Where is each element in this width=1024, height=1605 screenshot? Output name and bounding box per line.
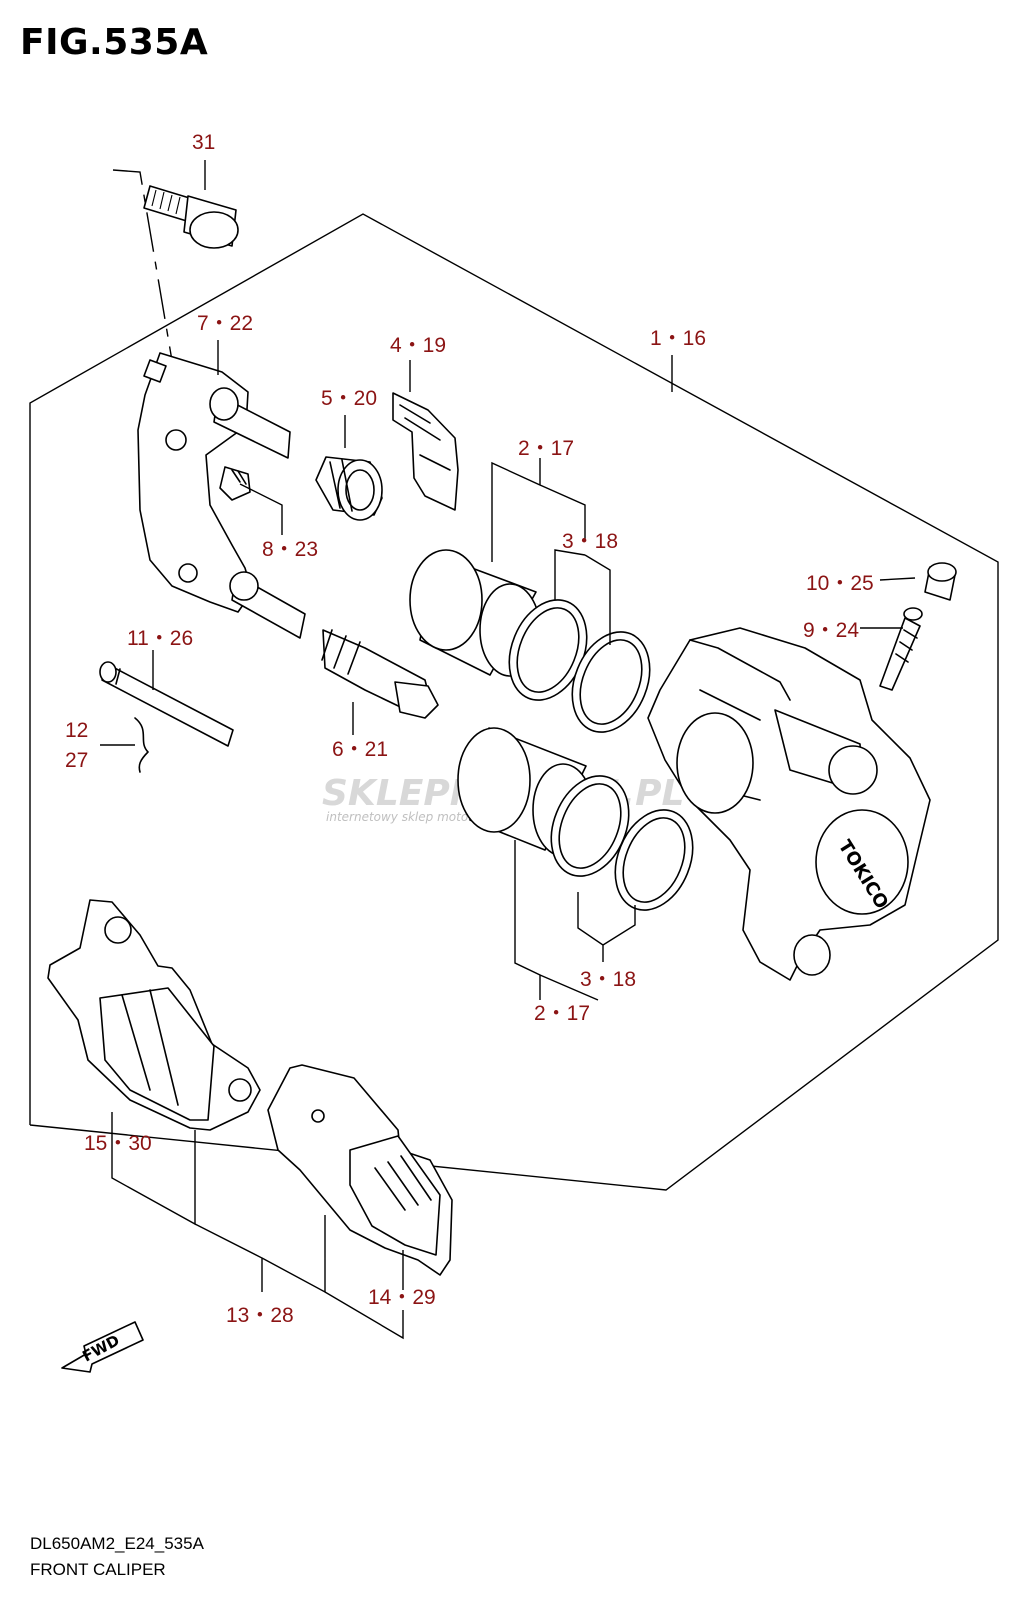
callout-11-26: 11・26 (127, 627, 193, 650)
figure-caption: FRONT CALIPER (30, 1560, 166, 1579)
bleeder-cap-10 (924, 562, 957, 601)
callout-12: 12 (65, 719, 88, 742)
callout-15-30: 15・30 (84, 1132, 152, 1155)
callout-1-16: 1・16 (650, 327, 706, 350)
caliper-body: TOKICO (647, 627, 931, 981)
clip-12 (134, 717, 149, 773)
callout-9-24: 9・24 (803, 619, 859, 642)
callout-10-25: 10・25 (806, 572, 874, 595)
leader-lines (100, 160, 916, 1340)
figure-title: FIG.535A (20, 22, 209, 63)
callout-31: 31 (192, 131, 215, 154)
clip-8 (219, 466, 251, 501)
assembly-frame (29, 213, 999, 1191)
pad-outer (267, 1064, 453, 1276)
callout-7-22: 7・22 (197, 312, 253, 335)
pin-11 (99, 661, 234, 747)
bolt-31 (143, 185, 239, 249)
callout-4-19: 4・19 (390, 334, 446, 357)
pad-inner (47, 899, 261, 1131)
bleeder-valve-9 (879, 607, 923, 691)
callout-14-29: 14・29 (368, 1286, 436, 1309)
seals-upper (508, 599, 651, 733)
callout-27: 27 (65, 749, 88, 772)
seals-lower (550, 775, 694, 911)
callout-labels: 31 7・22 4・19 5・20 1・16 2・17 3・18 8・23 10… (65, 131, 874, 1327)
callout-13-28: 13・28 (226, 1304, 294, 1327)
callout-8-23: 8・23 (262, 538, 318, 561)
fwd-arrow: FWD (61, 1321, 144, 1373)
pad-spring-4 (392, 392, 459, 511)
callout-3-18-bottom: 3・18 (580, 968, 636, 991)
boot-6 (321, 629, 439, 719)
caliper-bracket (137, 352, 306, 639)
callout-3-18-top: 3・18 (562, 530, 618, 553)
boot-5 (315, 456, 383, 521)
callout-6-21: 6・21 (332, 738, 388, 761)
callout-2-17-top: 2・17 (518, 437, 574, 460)
callout-5-20: 5・20 (321, 387, 377, 410)
callout-2-17-bottom: 2・17 (534, 1002, 590, 1025)
figure-code: DL650AM2_E24_535A (30, 1534, 204, 1553)
